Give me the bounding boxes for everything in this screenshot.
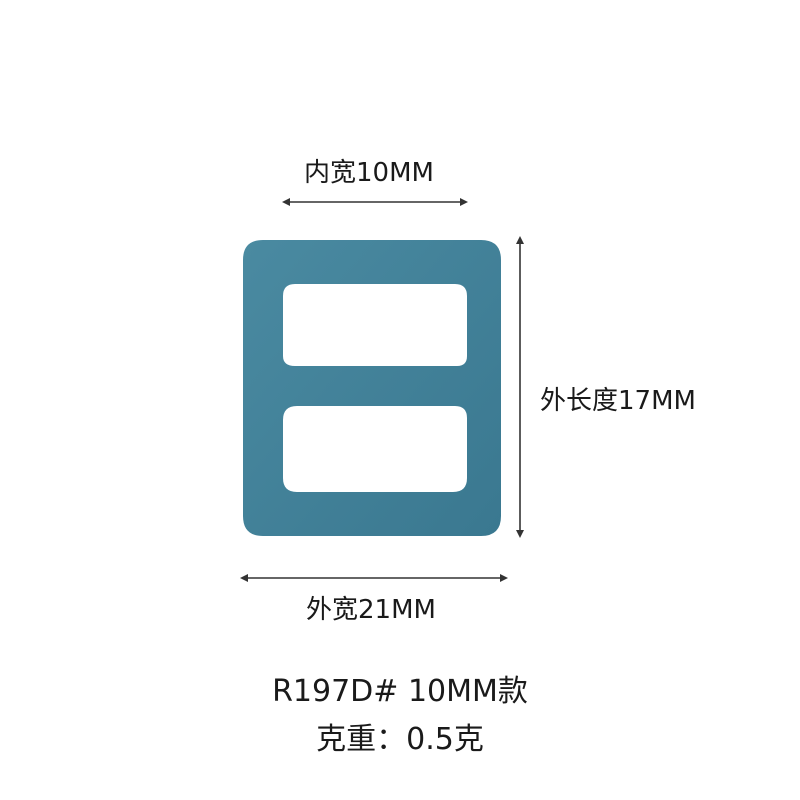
outer-length-double-arrow-icon xyxy=(516,236,524,538)
inner-width-label: 内宽10MM xyxy=(304,158,434,188)
inner-width-double-arrow-icon xyxy=(282,198,468,206)
slide-buckle-icon xyxy=(243,240,501,536)
outer-width-label: 外宽21MM xyxy=(306,595,436,625)
outer-width-double-arrow-icon xyxy=(240,574,508,582)
model-label: R197D# 10MM款 xyxy=(272,674,528,709)
weight-label: 克重：0.5克 xyxy=(316,722,484,757)
outer-length-label: 外长度17MM xyxy=(540,386,696,416)
